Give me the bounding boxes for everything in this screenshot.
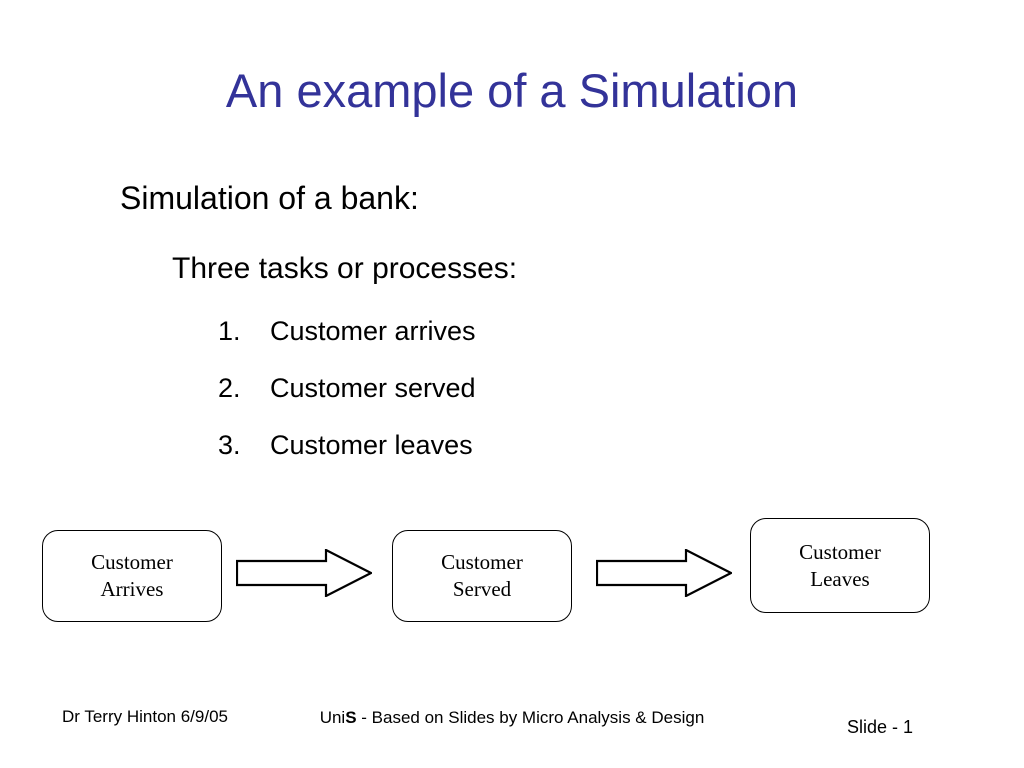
page-title: An example of a Simulation xyxy=(225,64,799,117)
list-item-number: 3. xyxy=(218,430,241,460)
footer-attribution-prefix: Uni xyxy=(319,708,346,727)
footer-author: Dr Terry Hinton 6/9/05 xyxy=(62,707,228,726)
list-item: 1. Customer arrives xyxy=(218,314,1024,348)
process-box-customer-served: Customer Served xyxy=(392,530,572,622)
bullet-level2: Three tasks or processes: xyxy=(172,252,518,285)
right-arrow-icon xyxy=(236,549,372,597)
list-item-label: Customer arrives xyxy=(270,316,476,346)
list-item: 3. Customer leaves xyxy=(218,428,1024,462)
process-box-line2: Arrives xyxy=(100,577,164,601)
slide-body: Simulation of a bank: Three tasks or pro… xyxy=(0,178,1024,485)
right-arrow-icon xyxy=(596,549,732,597)
footer-attribution: UniS - Based on Slides by Micro Analysis… xyxy=(312,705,712,731)
process-box-line1: Customer xyxy=(799,539,881,564)
process-box-line2: Leaves xyxy=(810,566,870,591)
slide-footer: Dr Terry Hinton 6/9/05 UniS - Based on S… xyxy=(0,700,1024,760)
list-item-number: 2. xyxy=(218,373,241,403)
footer-attribution-suffix: - Based on Slides by Micro Analysis & De… xyxy=(356,708,705,727)
process-box-line1: Customer xyxy=(91,550,173,574)
list-item: 2. Customer served xyxy=(218,371,1024,405)
footer-slide-number: Slide - 1 xyxy=(846,717,914,737)
process-box-line1: Customer xyxy=(441,550,523,574)
process-box-line2: Served xyxy=(452,577,512,601)
process-box-customer-arrives: Customer Arrives xyxy=(42,530,222,622)
list-item-number: 1. xyxy=(218,316,241,346)
numbered-list: 1. Customer arrives 2. Customer served 3… xyxy=(0,314,1024,462)
list-item-label: Customer served xyxy=(270,373,476,403)
process-box-customer-leaves: Customer Leaves xyxy=(750,518,930,613)
bullet-level1: Simulation of a bank: xyxy=(120,180,419,216)
list-item-label: Customer leaves xyxy=(270,430,473,460)
footer-attribution-bold: S xyxy=(345,708,357,727)
